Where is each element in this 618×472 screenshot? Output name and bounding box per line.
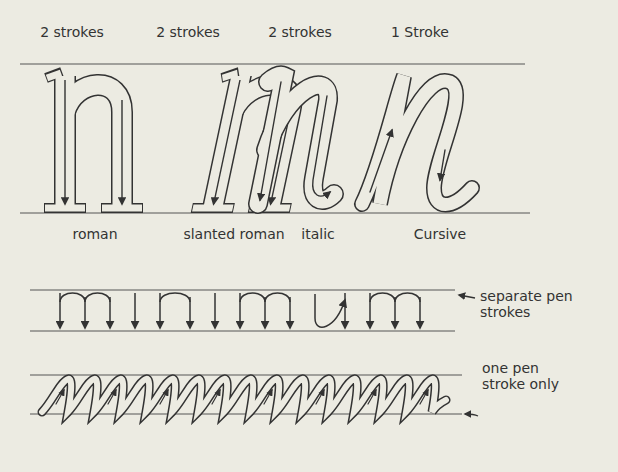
stroke-count: 2 strokes bbox=[156, 24, 220, 40]
style-name: slanted roman bbox=[183, 226, 284, 242]
leader-arrows bbox=[459, 295, 478, 416]
note-label: one pen stroke only bbox=[482, 360, 572, 392]
style-name: italic bbox=[301, 226, 334, 242]
one-stroke-word bbox=[42, 379, 446, 412]
guide-lines bbox=[20, 64, 530, 414]
stroke-count: 1 Stroke bbox=[391, 24, 449, 40]
note-label: separate pen strokes bbox=[480, 288, 580, 320]
stroke-count: 2 strokes bbox=[268, 24, 332, 40]
stroke-count: 2 strokes bbox=[40, 24, 104, 40]
style-name: roman bbox=[72, 226, 117, 242]
separate-strokes-word bbox=[60, 293, 420, 328]
cursive-n bbox=[362, 76, 472, 205]
style-name: Cursive bbox=[414, 226, 467, 242]
italic-n bbox=[258, 75, 334, 204]
roman-n bbox=[44, 72, 143, 208]
